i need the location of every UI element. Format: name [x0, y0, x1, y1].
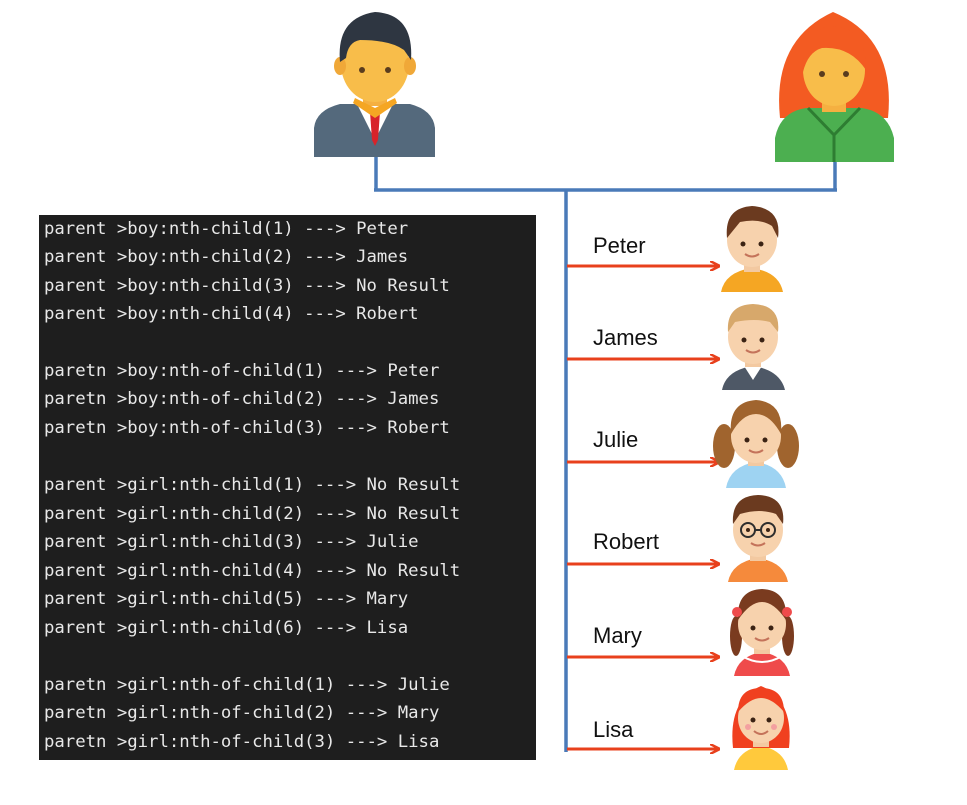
peter-avatar-icon [721, 206, 783, 292]
child-label-mary: Mary [593, 623, 642, 648]
code-line: parent >girl:nth-child(2) ---> No Result [44, 504, 461, 524]
robert-avatar-icon [728, 495, 788, 582]
code-line: paretn >boy:nth-of-child(2) ---> James [44, 389, 440, 409]
mother-avatar-icon [775, 12, 894, 162]
code-line: parent >girl:nth-child(1) ---> No Result [44, 475, 461, 495]
julie-avatar-icon [713, 400, 799, 488]
child-label-lisa: Lisa [593, 717, 634, 742]
code-panel: parent >boy:nth-child(1) ---> Peter pare… [39, 215, 536, 760]
child-label-james: James [593, 325, 658, 350]
code-line: paretn >boy:nth-of-child(3) ---> Robert [44, 418, 450, 438]
child-label-julie: Julie [593, 427, 639, 452]
code-line: parent >girl:nth-child(3) ---> Julie [44, 532, 419, 552]
lisa-avatar-icon [732, 686, 790, 770]
code-line: parent >girl:nth-child(5) ---> Mary [44, 589, 409, 609]
code-line: parent >boy:nth-child(2) ---> James [44, 247, 409, 267]
code-line: parent >boy:nth-child(4) ---> Robert [44, 304, 419, 324]
code-line: paretn >girl:nth-of-child(2) ---> Mary [44, 703, 440, 723]
child-label-peter: Peter [593, 233, 646, 258]
code-line: paretn >girl:nth-of-child(1) ---> Julie [44, 675, 450, 695]
father-avatar-icon [314, 12, 435, 157]
child-label-robert: Robert [593, 529, 660, 554]
child-arrows [567, 266, 718, 749]
parent-connector-lines [374, 155, 837, 752]
code-line: paretn >boy:nth-of-child(1) ---> Peter [44, 361, 440, 381]
code-line: parent >girl:nth-child(4) ---> No Result [44, 561, 461, 581]
code-line: parent >boy:nth-child(1) ---> Peter [44, 219, 409, 239]
code-line: parent >boy:nth-child(3) ---> No Result [44, 276, 450, 296]
code-line: paretn >girl:nth-of-child(3) ---> Lisa [44, 732, 440, 752]
mary-avatar-icon [730, 589, 794, 676]
james-avatar-icon [722, 304, 785, 390]
code-line: parent >girl:nth-child(6) ---> Lisa [44, 618, 409, 638]
